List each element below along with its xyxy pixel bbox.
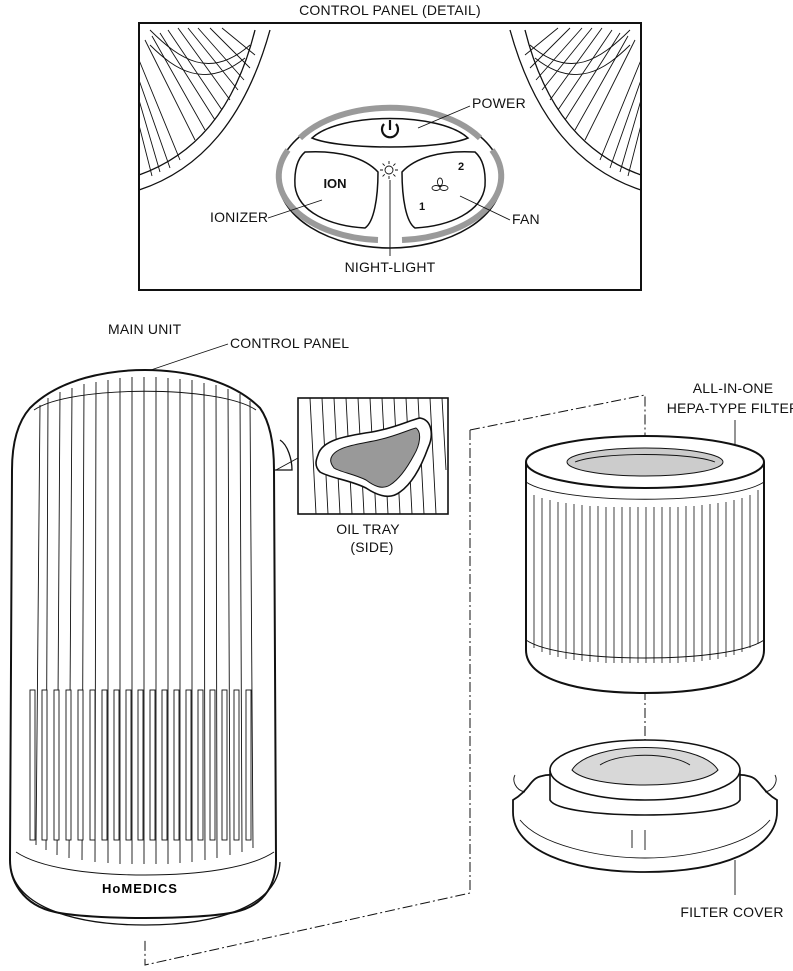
power-icon [380, 120, 400, 139]
main-unit-slats [33, 377, 257, 864]
control-panel-label: CONTROL PANEL [230, 335, 349, 351]
fan-speed-1: 1 [419, 201, 425, 213]
power-button[interactable] [310, 117, 470, 148]
filter-cover-label: FILTER COVER [680, 904, 783, 920]
ionizer-label: IONIZER [210, 209, 268, 225]
main-unit-vents [29, 689, 252, 841]
main-unit: MAIN UNIT CONTROL PANEL [8, 321, 349, 926]
fan-icon [431, 177, 449, 191]
power-label: POWER [472, 95, 526, 111]
control-pad: ION 2 1 [275, 104, 505, 249]
night-light-label: NIGHT-LIGHT [345, 259, 436, 275]
brand-logo: HoMEDICS [102, 881, 178, 896]
main-unit-label: MAIN UNIT [108, 321, 182, 337]
oil-tray-inset: OIL TRAY (SIDE) [275, 397, 449, 555]
fan-speed-2: 2 [458, 161, 464, 173]
fan-button[interactable]: 2 1 [401, 150, 486, 229]
control-panel-detail: CONTROL PANEL (DETAIL) [138, 2, 642, 291]
filter-cover: FILTER COVER [512, 739, 783, 920]
filter-pleats [533, 490, 759, 663]
fan-label: FAN [512, 211, 540, 227]
ion-button-label: ION [323, 176, 346, 191]
oil-tray-label: OIL TRAY [336, 521, 400, 537]
detail-title: CONTROL PANEL (DETAIL) [299, 2, 481, 18]
sun-icon[interactable] [380, 161, 398, 179]
hepa-filter: ALL-IN-ONE HEPA-TYPE FILTER [525, 380, 793, 695]
ionizer-button[interactable]: ION [294, 150, 379, 229]
oil-tray-sublabel: (SIDE) [350, 539, 393, 555]
filter-label-line1: ALL-IN-ONE [693, 380, 774, 396]
detail-right-housing [509, 27, 642, 191]
filter-label-line2: HEPA-TYPE FILTER [667, 400, 793, 416]
detail-left-housing [138, 27, 271, 191]
